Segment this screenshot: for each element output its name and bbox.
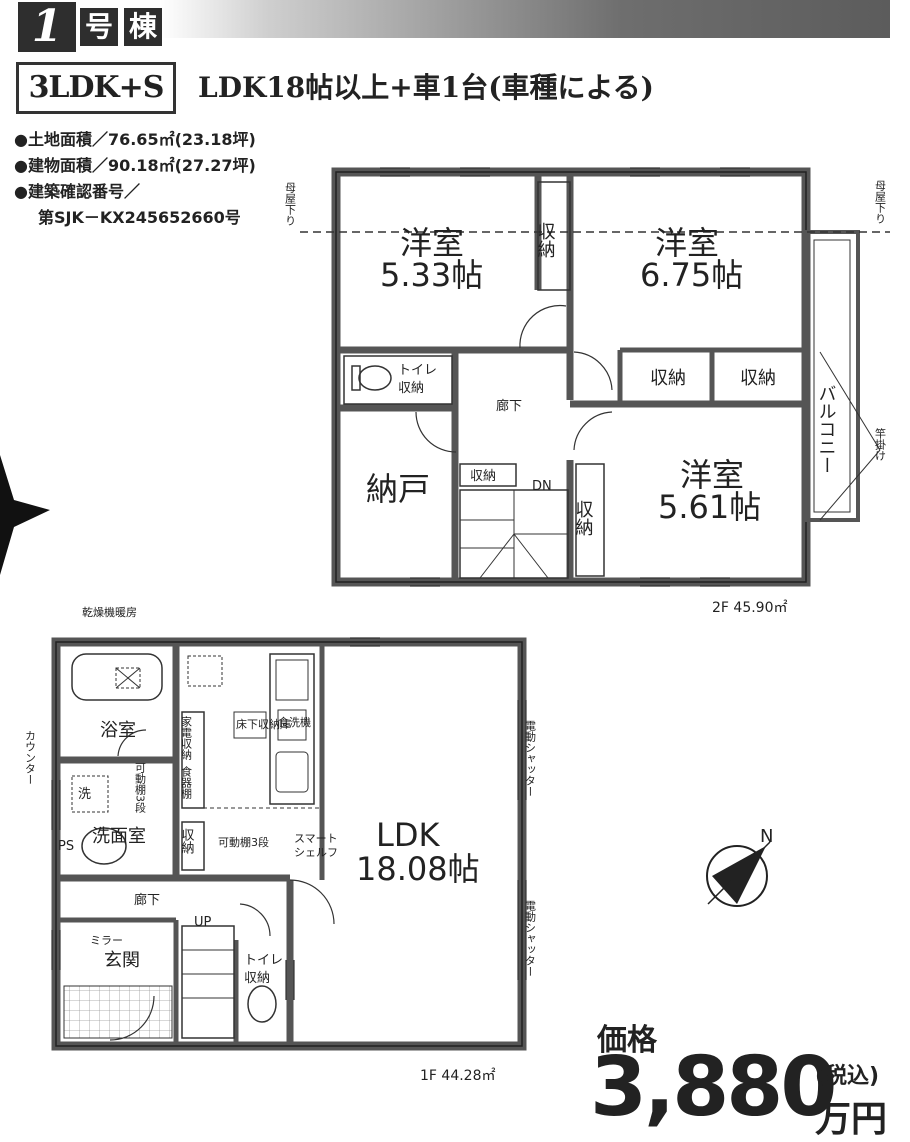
f2-storage-1: 収納 xyxy=(650,368,686,389)
price-value: 3,880 xyxy=(590,1040,837,1135)
f1-hallway: 廊下 xyxy=(134,892,160,908)
f2-room-a-name: 洋室 xyxy=(400,224,464,262)
f2-nando: 納戸 xyxy=(366,470,430,508)
price-unit: 万円 xyxy=(815,1099,888,1140)
f1-area: 1F 44.28㎡ xyxy=(420,1068,496,1084)
f2-storage-hall: 収納 xyxy=(470,469,496,484)
f1-ldk-name: LDK xyxy=(376,816,440,854)
f1-smart-shelf-1: スマート xyxy=(294,832,338,845)
f1-dishwasher: 食洗機 xyxy=(278,715,311,729)
f2-toilet-storage: 収納 xyxy=(398,381,424,396)
building-to-label: 棟 xyxy=(124,8,162,46)
f2-room-c-name: 洋室 xyxy=(680,456,744,494)
f1-appliance: 家電収納 xyxy=(180,715,193,761)
f2-room-a-size: 5.33帖 xyxy=(380,256,483,294)
f2-room-b-name: 洋室 xyxy=(655,224,719,262)
second-floor xyxy=(300,167,890,587)
f2-roof-down-left: 母屋下り xyxy=(284,182,297,226)
f1-toilet-storage: 収納 xyxy=(244,971,270,986)
f2-room-c-size: 5.61帖 xyxy=(658,488,761,526)
f1-mirror: ミラー xyxy=(90,934,123,947)
f2-room-b-size: 6.75帖 xyxy=(640,256,743,294)
f2-pole: 竿掛け xyxy=(874,427,887,461)
f2-toilet: トイレ xyxy=(398,363,437,378)
f1-movable-shelf-a: 可動棚3段 xyxy=(134,762,147,814)
f1-smart-shelf-2: シェルフ xyxy=(294,846,338,859)
f1-entrance: 玄関 xyxy=(104,950,140,971)
f1-counter: カウンター xyxy=(24,730,37,785)
f1-shutter-2: 電動シャッター xyxy=(524,900,537,977)
f1-wash: 洗 xyxy=(78,787,91,802)
building-go-label: 号 xyxy=(80,8,118,46)
starburst-icon xyxy=(0,455,50,575)
building-number: 1 xyxy=(18,2,76,52)
catchphrase: LDK18帖以上+車1台(車種による) xyxy=(198,71,654,104)
f1-ldk-size: 18.08帖 xyxy=(356,850,480,888)
f2-storage-c: 収納 xyxy=(573,500,594,536)
f2-area: 2F 45.90㎡ xyxy=(712,600,788,616)
f1-storage-small: 収納 xyxy=(179,828,195,855)
f2-hallway: 廊下 xyxy=(496,398,522,414)
confirmation-number: 第SJK－KX245652660号 xyxy=(38,208,241,227)
f1-up: UP xyxy=(194,915,212,930)
building-area: ●建物面積／90.18㎡(27.27坪) xyxy=(14,156,256,175)
plan-type: 3LDK+S xyxy=(16,62,176,114)
f1-floor-storage: 床下収納庫 xyxy=(236,717,291,731)
f2-storage-vertical: 収納 xyxy=(535,222,556,258)
f1-dryer: 乾燥機暖房 xyxy=(82,605,137,619)
f1-movable-shelf-b: 可動棚3段 xyxy=(218,835,269,849)
f2-dn: DN xyxy=(532,479,552,494)
f1-toilet: トイレ xyxy=(244,953,283,968)
f1-pantry: 食器棚 xyxy=(180,765,193,800)
price-tax: (税込) xyxy=(815,1064,880,1089)
first-floor xyxy=(51,637,527,1051)
f2-roof-down-right: 母屋下り xyxy=(874,180,887,224)
f2-balcony: バルコニー xyxy=(816,384,837,474)
f2-storage-2: 収納 xyxy=(740,368,776,389)
f1-washroom: 洗面室 xyxy=(92,826,146,847)
confirmation-label: ●建築確認番号／ xyxy=(14,182,140,201)
compass-icon xyxy=(706,841,771,907)
f1-ps: PS xyxy=(58,839,74,854)
land-area: ●土地面積／76.65㎡(23.18坪) xyxy=(14,130,256,149)
f1-bath: 浴室 xyxy=(100,720,136,741)
f1-shutter-1: 電動シャッター xyxy=(524,720,537,797)
compass-n-label: N xyxy=(760,826,773,847)
price-label: 価格 xyxy=(597,1023,657,1058)
